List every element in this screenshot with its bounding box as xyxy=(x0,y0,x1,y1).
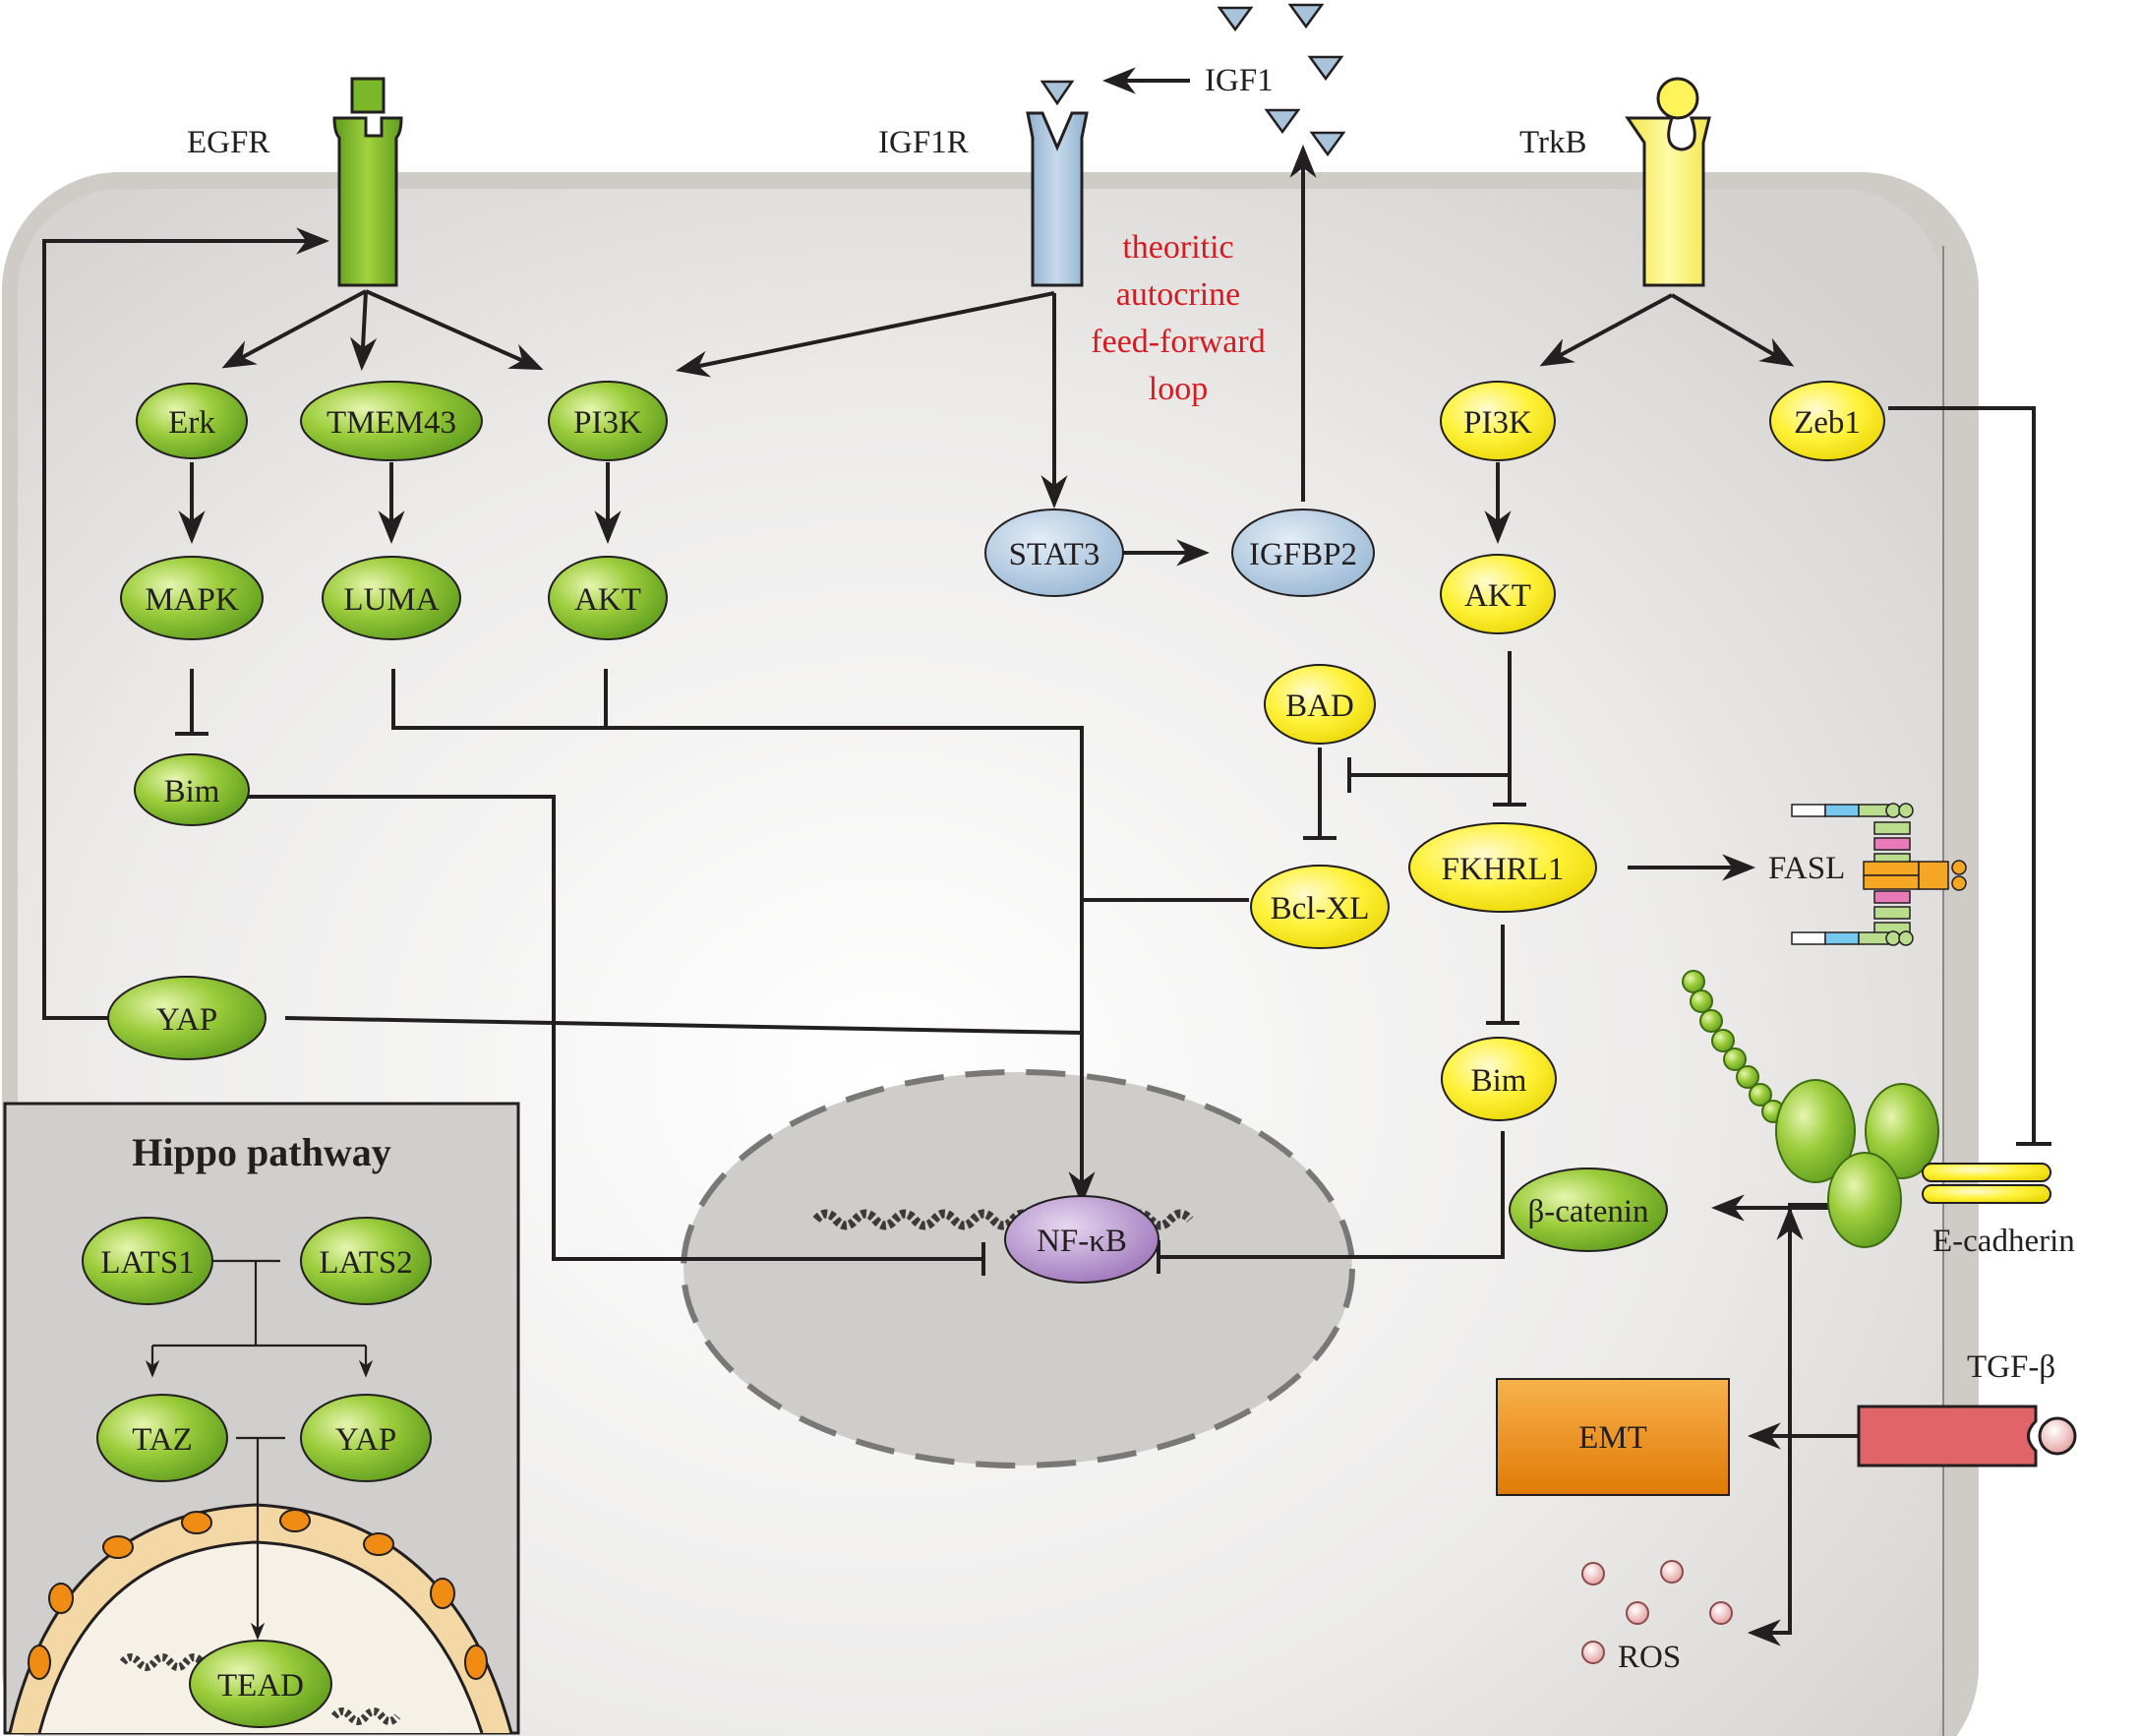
node-nfkb[interactable]: NF-κB xyxy=(1004,1195,1159,1284)
fasl-complex xyxy=(1791,803,1967,946)
node-bclxl[interactable]: Bcl-XL xyxy=(1250,865,1390,949)
trkb-edges xyxy=(1303,293,2051,1146)
svg-text:theoritic: theoritic xyxy=(1122,229,1233,266)
svg-text:feed-forward: feed-forward xyxy=(1091,324,1265,360)
trkb-label: TrkB xyxy=(1519,125,1587,160)
svg-text:Bim: Bim xyxy=(164,774,220,809)
svg-text:YAP: YAP xyxy=(156,1002,217,1038)
svg-text:Erk: Erk xyxy=(168,405,215,441)
node-yap-hippo[interactable]: YAP xyxy=(300,1394,432,1482)
autocrine-loop-label: theoritic autocrine feed-forward loop xyxy=(1091,229,1265,407)
node-tead[interactable]: TEAD xyxy=(189,1640,332,1728)
svg-text:NF-κB: NF-κB xyxy=(1037,1224,1127,1259)
egfr-receptor xyxy=(332,77,403,287)
node-akt-left[interactable]: AKT xyxy=(548,556,668,640)
node-pi3k-right[interactable]: PI3K xyxy=(1440,381,1556,461)
node-erk[interactable]: Erk xyxy=(136,383,248,459)
node-igfbp2[interactable]: IGFBP2 xyxy=(1231,509,1375,597)
node-tmem43[interactable]: TMEM43 xyxy=(300,381,483,461)
fasl-label: FASL xyxy=(1768,851,1845,886)
tgfb-receptor xyxy=(1857,1405,2077,1467)
igf1r-edges xyxy=(676,144,1317,567)
svg-text:YAP: YAP xyxy=(335,1422,396,1458)
igf1r-label: IGF1R xyxy=(878,125,969,160)
node-emt[interactable]: EMT xyxy=(1496,1378,1730,1496)
node-zeb1[interactable]: Zeb1 xyxy=(1769,381,1885,461)
hippo-inset: Hippo pathway xyxy=(3,1102,520,1735)
egfr-label: EGFR xyxy=(187,125,269,160)
svg-text:LUMA: LUMA xyxy=(343,582,439,618)
hippo-title: Hippo pathway xyxy=(132,1130,390,1174)
svg-text:Bcl-XL: Bcl-XL xyxy=(1271,891,1370,927)
ecadherin-complex xyxy=(1682,970,2051,1248)
nfkb-edges xyxy=(42,227,1505,1276)
tgfb-edges xyxy=(1710,1194,1859,1646)
node-fkhrl1[interactable]: FKHRL1 xyxy=(1408,822,1597,913)
igf1-label: IGF1 xyxy=(1205,63,1274,98)
svg-text:LATS1: LATS1 xyxy=(100,1245,194,1281)
node-bad[interactable]: BAD xyxy=(1264,664,1376,745)
node-beta-catenin[interactable]: β-catenin xyxy=(1509,1167,1668,1252)
svg-text:AKT: AKT xyxy=(574,582,641,618)
svg-text:MAPK: MAPK xyxy=(145,582,239,618)
igf1r-receptor xyxy=(1026,80,1089,287)
tgfb-label: TGF-β xyxy=(1967,1349,2055,1385)
node-akt-right[interactable]: AKT xyxy=(1440,554,1556,634)
igf1-ligands xyxy=(1217,3,1346,157)
svg-text:TMEM43: TMEM43 xyxy=(327,405,456,441)
nucleus xyxy=(681,1069,1355,1468)
svg-text:autocrine: autocrine xyxy=(1116,276,1241,313)
svg-text:EMT: EMT xyxy=(1578,1420,1647,1456)
svg-text:β-catenin: β-catenin xyxy=(1527,1194,1648,1229)
node-lats1[interactable]: LATS1 xyxy=(82,1217,213,1305)
node-bim-left[interactable]: Bim xyxy=(134,753,250,826)
svg-text:STAT3: STAT3 xyxy=(1009,537,1100,572)
svg-text:LATS2: LATS2 xyxy=(319,1245,412,1281)
svg-text:Zeb1: Zeb1 xyxy=(1794,405,1861,441)
ros-label: ROS xyxy=(1618,1640,1681,1675)
node-luma[interactable]: LUMA xyxy=(322,556,461,640)
node-taz[interactable]: TAZ xyxy=(96,1394,228,1482)
svg-text:TAZ: TAZ xyxy=(132,1422,193,1458)
node-mapk[interactable]: MAPK xyxy=(120,556,264,640)
svg-text:PI3K: PI3K xyxy=(573,405,642,441)
ecadherin-label: E-cadherin xyxy=(1932,1224,2075,1259)
trkb-receptor xyxy=(1625,77,1711,287)
node-lats2[interactable]: LATS2 xyxy=(300,1217,432,1305)
svg-text:IGFBP2: IGFBP2 xyxy=(1249,537,1357,572)
svg-text:PI3K: PI3K xyxy=(1463,405,1532,441)
ros-particles xyxy=(1581,1560,1733,1664)
svg-text:FKHRL1: FKHRL1 xyxy=(1442,852,1565,887)
svg-text:BAD: BAD xyxy=(1285,688,1354,724)
svg-text:TEAD: TEAD xyxy=(217,1668,304,1704)
node-yap[interactable]: YAP xyxy=(107,976,267,1060)
svg-text:Bim: Bim xyxy=(1471,1063,1527,1099)
svg-text:loop: loop xyxy=(1149,371,1208,407)
node-stat3[interactable]: STAT3 xyxy=(984,509,1124,597)
node-pi3k-left[interactable]: PI3K xyxy=(548,381,668,461)
node-bim-right[interactable]: Bim xyxy=(1441,1037,1557,1121)
egfr-edges xyxy=(175,289,622,736)
svg-text:AKT: AKT xyxy=(1464,578,1531,614)
